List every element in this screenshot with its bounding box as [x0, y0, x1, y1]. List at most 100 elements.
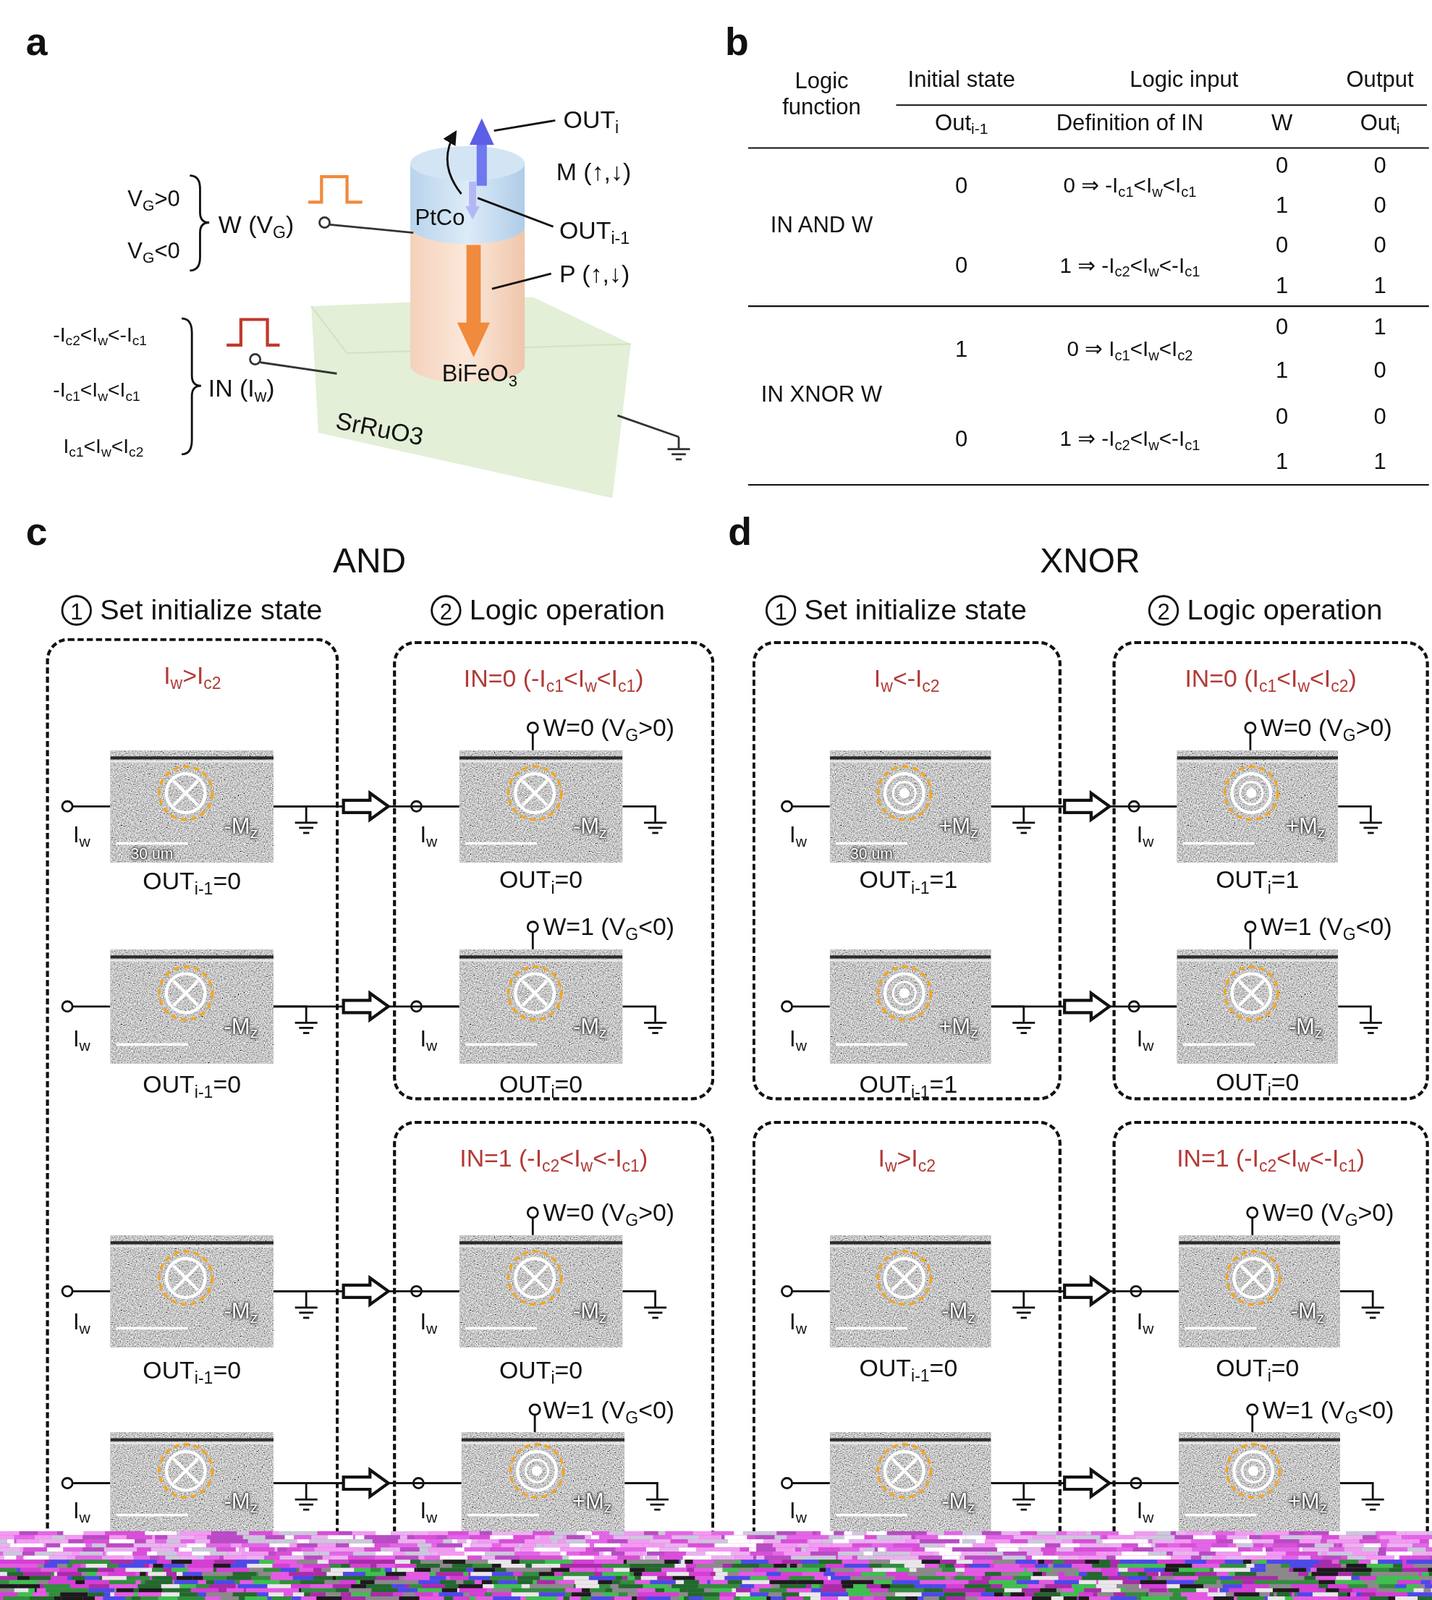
band-noise — [573, 1583, 576, 1589]
band-noise — [1199, 1551, 1216, 1556]
band-noise — [136, 1580, 142, 1585]
ground-wire — [624, 1483, 658, 1501]
band-noise — [708, 1555, 712, 1561]
track-edge — [109, 955, 274, 959]
band-noise — [146, 1571, 149, 1576]
band-noise — [885, 1571, 909, 1576]
band-noise — [591, 1531, 610, 1536]
band-noise — [319, 1551, 330, 1556]
process-arrow — [991, 992, 1178, 1020]
ground-wire — [273, 1290, 307, 1308]
band-noise — [606, 1571, 630, 1576]
band-noise — [27, 1563, 38, 1569]
band-noise — [1311, 1571, 1339, 1576]
drawing-circle — [319, 217, 330, 228]
subscript: z — [599, 1308, 608, 1327]
band-noise — [419, 1547, 428, 1552]
ground-symbol — [1016, 1503, 1032, 1506]
text-label: P (↑,↓) — [559, 259, 630, 288]
subscript: G — [625, 1210, 639, 1229]
band-noise — [243, 1534, 266, 1540]
band-noise — [1254, 1563, 1267, 1569]
micrograph-noise — [459, 949, 624, 1064]
band-noise — [227, 1551, 243, 1556]
band-noise — [414, 1534, 438, 1540]
band-noise — [108, 1571, 137, 1576]
text-label: 0 ⇒ Ic1<Iw<Ic2 — [1066, 336, 1193, 362]
drawing-line — [476, 142, 487, 186]
band-noise — [1164, 1568, 1179, 1573]
band-noise — [267, 1583, 291, 1589]
text-label: PtCo — [414, 204, 465, 231]
band-noise — [262, 1575, 271, 1581]
band-noise — [517, 1580, 533, 1585]
band-noise — [591, 1534, 600, 1540]
band-noise — [850, 1575, 873, 1581]
band-noise — [574, 1580, 598, 1585]
gate-wire — [1251, 1217, 1254, 1236]
band-noise — [1255, 1531, 1263, 1536]
current-wire — [72, 805, 110, 808]
band-noise — [390, 1543, 418, 1548]
ground-wire — [991, 1006, 1024, 1024]
band-noise — [966, 1588, 985, 1593]
band-noise — [751, 1588, 760, 1593]
band-noise — [1313, 1563, 1341, 1569]
band-noise — [865, 1547, 875, 1552]
band-noise — [626, 1559, 654, 1564]
track-edge — [1176, 760, 1338, 763]
band-noise — [17, 1575, 23, 1581]
band-noise — [539, 1575, 542, 1581]
band-noise — [947, 1539, 960, 1544]
band-noise — [25, 1571, 51, 1576]
band-noise — [551, 1539, 559, 1544]
micrograph — [459, 1235, 624, 1348]
operation-box: IN=0 (Ic1<Iw<Ic2)+Mz-Mz — [1112, 641, 1429, 1101]
band-noise — [137, 1583, 161, 1589]
subscript: w — [79, 832, 91, 851]
band-noise — [758, 1555, 765, 1561]
band-noise — [624, 1551, 638, 1556]
band-noise — [1096, 1551, 1108, 1556]
track-edge — [461, 1442, 626, 1445]
band-noise — [222, 1534, 243, 1540]
band-noise — [946, 1583, 965, 1589]
subscript: w — [170, 673, 184, 692]
micrograph — [109, 1235, 274, 1348]
band-noise — [501, 1563, 527, 1569]
operation-box: Iw>Ic2-Mz-Mz — [752, 1120, 1062, 1600]
band-noise — [809, 1543, 833, 1548]
band-noise — [1193, 1580, 1217, 1585]
subscript: c1 — [1259, 676, 1277, 695]
band-noise — [1126, 1588, 1150, 1593]
band-noise — [21, 1555, 24, 1561]
band-noise — [962, 1539, 976, 1544]
band-noise — [1043, 1583, 1046, 1589]
band-noise — [986, 1555, 1003, 1561]
band-noise — [514, 1547, 521, 1552]
track-edge — [829, 955, 992, 959]
band-noise — [1280, 1563, 1291, 1569]
band-noise — [845, 1588, 870, 1593]
band-noise — [1166, 1551, 1173, 1556]
text-label: 1 ⇒ -Ic2<Iw<-Ic1 — [1060, 253, 1201, 278]
band-noise — [919, 1539, 930, 1544]
band-noise — [1203, 1583, 1223, 1589]
band-noise — [644, 1551, 647, 1556]
band-noise — [602, 1571, 607, 1576]
process-arrow — [991, 793, 1178, 820]
subscript: i — [1396, 120, 1401, 138]
text-label: OUTi=0 — [1215, 1068, 1299, 1097]
subscript: i — [550, 877, 555, 896]
band-noise — [290, 1543, 298, 1548]
band-noise — [756, 1547, 776, 1552]
band-noise — [416, 1563, 440, 1569]
band-noise — [755, 1534, 775, 1540]
text-label: 0 — [1275, 314, 1289, 341]
drawing-line — [329, 224, 414, 233]
band-noise — [77, 1568, 98, 1573]
band-noise — [1101, 1568, 1117, 1573]
band-noise — [1266, 1559, 1294, 1564]
micrograph-noise — [109, 1235, 274, 1348]
band-noise — [801, 1547, 807, 1552]
